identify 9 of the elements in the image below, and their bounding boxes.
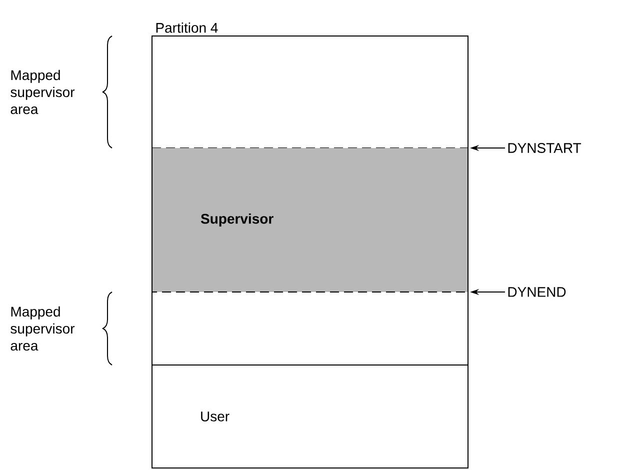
pointer-label: DYNEND [508, 287, 566, 297]
pointer-label: DYNSTART [508, 143, 582, 153]
memory-area [152, 36, 468, 148]
memory-area: Supervisor [152, 148, 468, 292]
memory-area [152, 292, 468, 366]
area-label: Mapped supervisor area [10, 70, 75, 114]
node-label: Partition 4 [156, 22, 218, 33]
area-label: Mapped supervisor area [10, 306, 75, 351]
memory-area: User [152, 364, 468, 468]
